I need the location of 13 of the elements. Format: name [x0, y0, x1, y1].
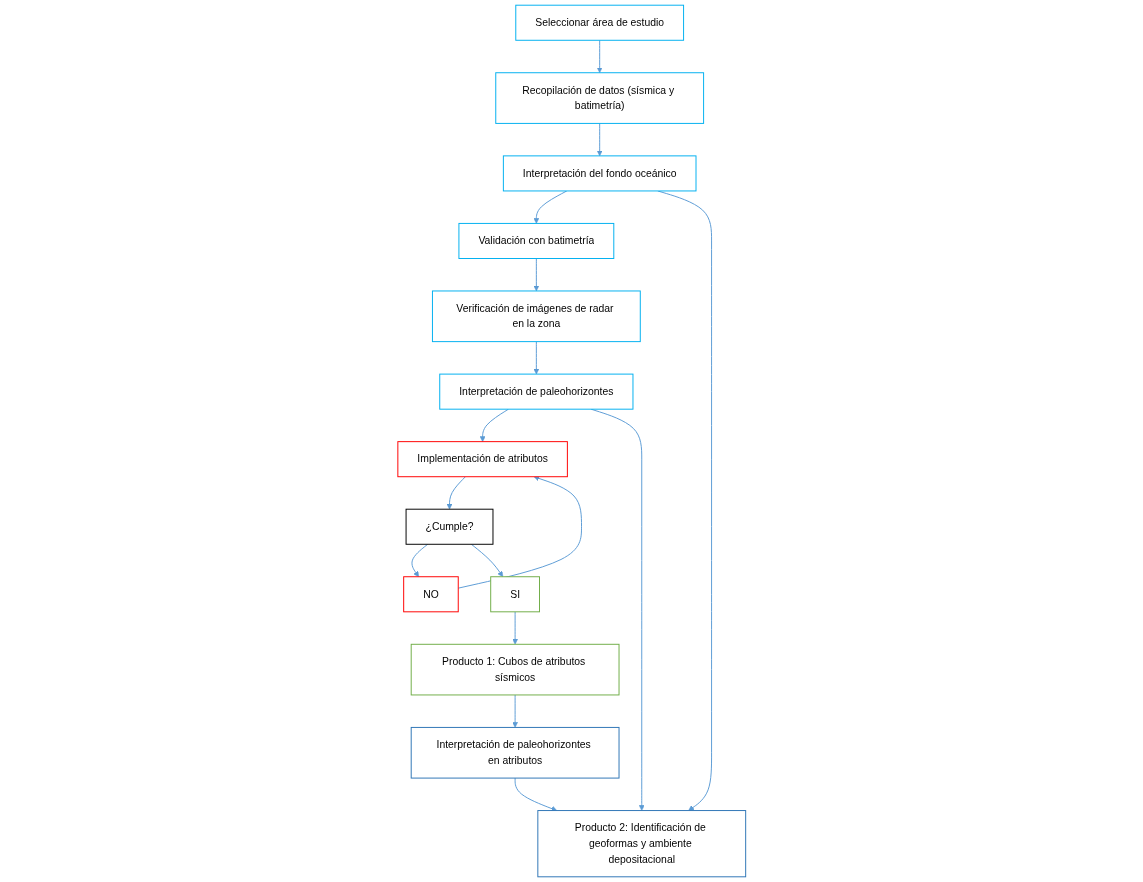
- node-box: Seleccionar área de estudio: [515, 4, 684, 41]
- node-box: ¿Cumple?: [405, 508, 494, 545]
- node-box: Recopilación de datos (sísmica y batimetría): [495, 72, 704, 124]
- node-box: Interpretación del fondo oceánico: [502, 155, 697, 192]
- node-box: Implementación de atributos: [397, 441, 568, 478]
- node-box: Verificación de imágenes de radar en la zona: [431, 290, 641, 343]
- node-box: Producto 1: Cubos de atributos sísmicos: [410, 643, 620, 696]
- node-box: Producto 2: Identificación de geoformas y ambiente depositacional: [537, 810, 746, 878]
- node-box: NO: [402, 576, 459, 613]
- node-box: Interpretación de paleohorizontes en atributos: [410, 726, 620, 779]
- node-box: SI: [489, 576, 540, 613]
- node-box: Interpretación de paleohorizontes: [439, 373, 634, 410]
- node-box: Validación con batimetría: [458, 222, 614, 259]
